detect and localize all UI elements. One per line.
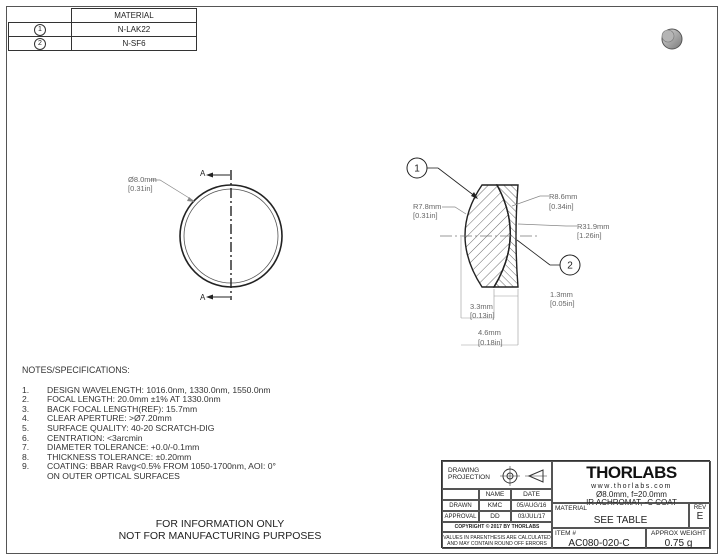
element-2-flint [492, 184, 519, 288]
diameter-mm: Ø8.0mm [128, 175, 157, 184]
callout-2-leader [516, 239, 551, 266]
note-item: 2.FOCAL LENGTH: 20.0mm ±1% AT 1330.0nm [22, 394, 221, 405]
weight-value: 0.75 g [664, 538, 693, 549]
notes-section: NOTES/SPECIFICATIONS: 1.DESIGN WAVELENGT… [22, 365, 276, 482]
materials-table: MATERIAL 1 N-LAK22 2 N-SF6 [8, 8, 197, 51]
material-value: SEE TABLE [593, 515, 648, 526]
material-id: 1 [34, 23, 46, 36]
approval-label: APPROVAL [442, 511, 479, 522]
item-value: AC080-020-C [568, 538, 630, 549]
materials-row: 2 N-SF6 [8, 36, 197, 51]
third-angle-projection-icon [500, 466, 547, 486]
material-cell: MATERIAL SEE TABLE [552, 503, 689, 528]
t2-in: [0.05in] [550, 299, 575, 308]
part-description-1: Ø8.0mm, f=20.0mm [596, 490, 667, 499]
website-url: www.thorlabs.com [591, 483, 672, 490]
drawn-name: KMC [479, 500, 511, 511]
information-notice: FOR INFORMATION ONLY NOT FOR MANUFACTURI… [80, 518, 360, 542]
front-view: A A Ø8.0mm [0.31in] [128, 169, 283, 302]
lens-outline-front [179, 184, 283, 288]
t2-mm: 1.3mm [550, 290, 573, 299]
rev-label: REV [693, 505, 707, 511]
total-mm: 4.6mm [478, 328, 501, 337]
disclaimer: VALUES IN PARENTHESIS ARE CALCULATED AND… [442, 532, 552, 549]
note-item: 9.COATING: BBAR Ravg<0.5% FROM 1050-1700… [22, 461, 276, 481]
note-item: 4.CLEAR APERTURE: >Ø7.20mm [22, 413, 172, 424]
r1-leader [442, 206, 467, 215]
r2-mm: R8.6mm [549, 192, 577, 201]
drawn-label: DRAWN [442, 500, 479, 511]
callout-1: 1 [414, 164, 420, 175]
section-view: 1 2 R7.8mm [0.31in] R8.6mm [0.34in] R31.… [406, 157, 610, 347]
col-date: DATE [511, 489, 552, 500]
note-item: 1.DESIGN WAVELENGTH: 1016.0nm, 1330.0nm,… [22, 384, 271, 395]
drawing-border [6, 6, 718, 554]
r3-leader [517, 223, 577, 227]
r1-mm: R7.8mm [413, 202, 441, 211]
callout-1-leader [437, 167, 477, 198]
logo-cell: THORLABS www.thorlabs.com Ø8.0mm, f=20.0… [552, 461, 711, 507]
copyright: COPYRIGHT © 2017 BY THORLABS [442, 522, 552, 532]
lens-isometric-icon [661, 28, 683, 50]
t1-in: [0.13in] [470, 311, 495, 320]
part-description-2: IR ACHROMAT, -C COAT [586, 498, 677, 507]
notes-heading: NOTES/SPECIFICATIONS: [22, 365, 130, 375]
material-id: 2 [34, 37, 46, 50]
note-item: 7.DIAMETER TOLERANCE: +0.0/-0.1mm [22, 442, 200, 453]
col-name: NAME [479, 489, 511, 500]
rev-cell: REV E [689, 503, 711, 528]
item-cell: ITEM # AC080-020-C [552, 528, 646, 549]
approval-name: DD [479, 511, 511, 522]
r3-mm: R31.9mm [577, 222, 610, 231]
callout-2: 2 [567, 261, 573, 272]
r2-in: [0.34in] [549, 202, 574, 211]
info-line-1: FOR INFORMATION ONLY [155, 518, 285, 530]
diameter-in: [0.31in] [128, 184, 153, 193]
note-item: 6.CENTRATION: <3arcmin [22, 432, 143, 443]
rev-value: E [696, 511, 704, 522]
note-item: 3.BACK FOCAL LENGTH(REF): 15.7mm [22, 403, 198, 414]
t1-mm: 3.3mm [470, 302, 493, 311]
weight-label: APPROX WEIGHT [651, 530, 706, 537]
weight-cell: APPROX WEIGHT 0.75 g [646, 528, 711, 549]
item-label: ITEM # [555, 530, 576, 537]
r2-leader [511, 195, 549, 207]
thorlabs-logo: THORLABS [586, 463, 677, 482]
material-label: MATERIAL [555, 505, 588, 512]
section-label-top: A [200, 169, 206, 178]
drawing-projection-label: DRAWING PROJECTION [448, 467, 490, 481]
section-label-bottom: A [200, 293, 206, 302]
title-block: DRAWING PROJECTION NAME DATE DRAWN KMC 0… [441, 460, 711, 549]
total-in: [0.18in] [478, 338, 503, 347]
note-item: 5.SURFACE QUALITY: 40-20 SCRATCH-DIG [22, 422, 215, 433]
projection-cell: DRAWING PROJECTION [442, 461, 552, 489]
r3-in: [1.26in] [577, 231, 602, 240]
material-name: N-SF6 [71, 36, 197, 51]
drawn-date: 05/AUG/16 [511, 500, 552, 511]
info-line-2: NOT FOR MANUFACTURING PURPOSES [118, 530, 322, 542]
diameter-leader [150, 179, 195, 202]
note-item: 8.THICKNESS TOLERANCE: ±0.20mm [22, 451, 192, 462]
approval-date: 03/JUL/17 [511, 511, 552, 522]
r1-in: [0.31in] [413, 211, 438, 220]
